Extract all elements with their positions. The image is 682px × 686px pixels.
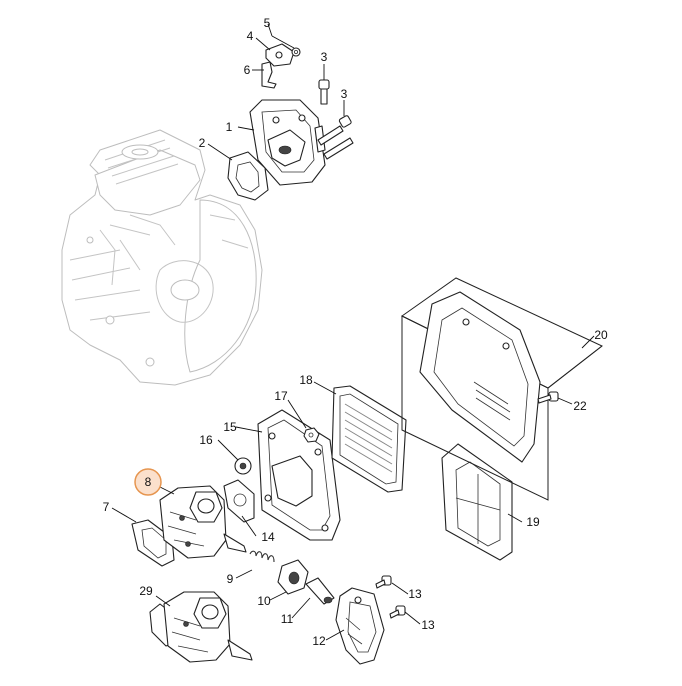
callout-3-lower[interactable]: 3 (341, 87, 348, 101)
part-19-filter-screen[interactable] (441, 443, 513, 561)
part-10-bushing[interactable] (277, 559, 309, 595)
callout-15[interactable]: 15 (223, 420, 237, 434)
callout-17[interactable]: 17 (274, 389, 288, 403)
part-14-gasket[interactable] (223, 479, 255, 523)
part-12-throttle-housing[interactable] (335, 587, 385, 665)
callout-8-highlight-circle[interactable] (134, 468, 162, 496)
callout-18[interactable]: 18 (299, 373, 313, 387)
part-3-screw-upper[interactable] (318, 79, 330, 105)
callout-2[interactable]: 2 (199, 136, 206, 150)
callout-1[interactable]: 1 (226, 120, 233, 134)
callout-3-upper[interactable]: 3 (321, 50, 328, 64)
callout-14[interactable]: 14 (261, 530, 275, 544)
callout-9[interactable]: 9 (227, 572, 234, 586)
part-22-screw[interactable] (537, 391, 559, 404)
callout-6[interactable]: 6 (244, 63, 251, 77)
callout-29[interactable]: 29 (139, 584, 153, 598)
part-11-connector[interactable] (305, 577, 335, 605)
callout-13-lower[interactable]: 13 (421, 618, 435, 632)
callout-16[interactable]: 16 (199, 433, 213, 447)
part-15-base-plate[interactable] (257, 409, 341, 541)
callout-7[interactable]: 7 (103, 500, 110, 514)
callout-22[interactable]: 22 (573, 399, 587, 413)
part-7-gasket[interactable] (131, 519, 175, 567)
part-2-gasket[interactable] (227, 151, 269, 201)
part-6-spring-clip[interactable] (261, 61, 277, 89)
callout-11[interactable]: 11 (281, 612, 294, 626)
part-29-carburetor-assembly[interactable] (149, 591, 253, 663)
part-18-air-filter[interactable] (331, 385, 407, 493)
callout-10[interactable]: 10 (257, 594, 271, 608)
part-13-screw-upper[interactable] (375, 575, 392, 589)
part-13-screw-lower[interactable] (389, 605, 406, 619)
callout-20[interactable]: 20 (594, 328, 608, 342)
part-3-screw-lower[interactable] (317, 115, 354, 160)
part-5-nut[interactable] (291, 47, 301, 57)
callout-4[interactable]: 4 (247, 29, 254, 43)
part-16-grommet[interactable] (234, 457, 252, 475)
callout-5[interactable]: 5 (264, 16, 271, 30)
part-8-carburetor[interactable] (159, 485, 247, 559)
part-4-bracket[interactable] (265, 43, 295, 67)
callout-19[interactable]: 19 (526, 515, 540, 529)
engine-crankcase (61, 129, 263, 386)
callout-13-upper[interactable]: 13 (408, 587, 422, 601)
callout-12[interactable]: 12 (312, 634, 326, 648)
callout-8[interactable]: 8 (145, 475, 152, 489)
part-20-filter-cover[interactable] (419, 291, 541, 463)
callout-labels: 1 2 3 3 4 5 6 7 8 9 10 11 12 13 13 14 15… (103, 16, 608, 648)
leader-lines (111, 23, 595, 641)
part-17-nut[interactable] (303, 427, 320, 443)
part-9-spring[interactable] (249, 550, 275, 563)
